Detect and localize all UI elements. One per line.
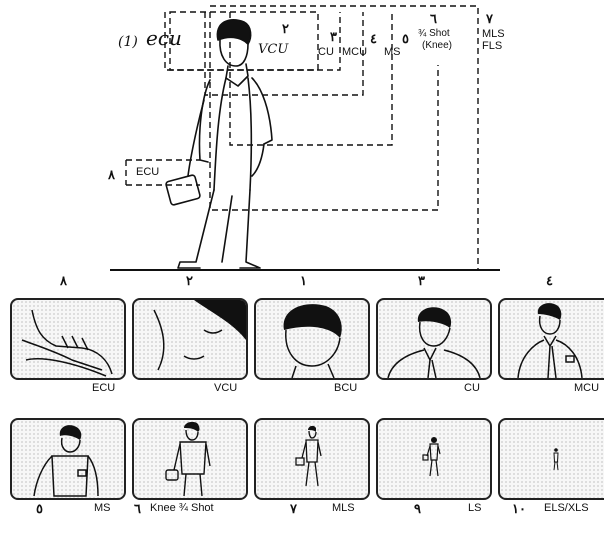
panel-knee (132, 418, 248, 500)
knee-label-line1: ¾ Shot (418, 28, 450, 39)
side-ecu-label: ECU (136, 166, 160, 178)
panel-caption: BCU (334, 382, 358, 394)
panel-caption: MCU (574, 382, 600, 394)
panel-ms (10, 418, 126, 500)
panel-mls (254, 418, 370, 500)
row-number: ۱ (300, 273, 307, 288)
upper-chest-icon (517, 303, 583, 378)
knee-label-line2: (Knee) (422, 40, 453, 51)
face-extreme-close-icon (153, 300, 246, 371)
panel-caption: CU (464, 382, 480, 394)
row-number: ۲ (186, 273, 193, 288)
panel-caption: MS (94, 502, 111, 514)
waist-up-icon (33, 425, 99, 497)
mcu-number: ٤ (370, 31, 377, 46)
framing-figure-illustration (110, 5, 500, 271)
mls-number: ۷ (486, 11, 493, 26)
panel-caption: LS (468, 502, 482, 514)
ecu-number-label: (1) (118, 34, 138, 50)
panel-caption: MLS (332, 502, 355, 514)
panel-number: ۱۰ (512, 501, 526, 516)
tiny-figure-icon (553, 448, 559, 471)
row-number: ٤ (546, 273, 553, 288)
cu-number: ۳ (330, 29, 337, 44)
panel-caption: Knee ¾ Shot (150, 502, 214, 514)
knee-number: ٦ (430, 11, 437, 26)
panel-caption: VCU (214, 382, 238, 394)
fls-label: FLS (482, 40, 503, 52)
panel-caption: ECU (92, 382, 116, 394)
ecu-handwritten-label: ecu (146, 26, 182, 50)
knee-up-icon (165, 421, 211, 497)
head-close-icon (283, 304, 342, 378)
panel-number: ٥ (36, 501, 43, 516)
hand-holding-bag-icon (21, 309, 113, 377)
panel-number: ٦ (134, 501, 141, 516)
ms-number: ٥ (402, 31, 409, 46)
cu-label: CU (318, 46, 334, 58)
row-number: ۳ (418, 273, 425, 288)
head-shoulders-icon (387, 307, 481, 378)
row-number: ۸ (60, 273, 67, 288)
vcu-label: VCU (258, 42, 289, 57)
vcu-number: ۲ (282, 21, 289, 36)
ms-label: MS (384, 46, 401, 58)
mcu-label: MCU (342, 46, 368, 58)
mls-label: MLS (482, 28, 505, 40)
panel-number: ۷ (290, 501, 297, 516)
panel-mcu (498, 298, 604, 380)
panel-caption: ELS/XLS (544, 502, 589, 514)
panel-number: ۹ (414, 501, 421, 516)
panel-els (498, 418, 604, 500)
panel-ls (376, 418, 492, 500)
panel-vcu (132, 298, 248, 380)
small-figure-icon (422, 437, 441, 477)
panel-bcu (254, 298, 370, 380)
panel-ecu (10, 298, 126, 380)
full-figure-icon (295, 425, 322, 487)
side-ecu-number: ۸ (108, 167, 115, 182)
panel-cu (376, 298, 492, 380)
